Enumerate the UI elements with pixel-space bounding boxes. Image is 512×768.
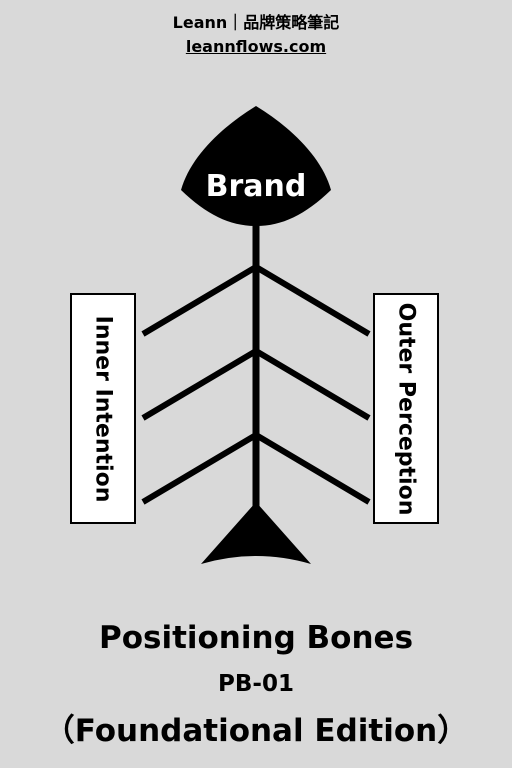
ribs	[141, 264, 371, 505]
outer-perception-label: Outer Perception	[393, 302, 419, 515]
rib-right-3	[254, 432, 371, 505]
fish-tail	[201, 502, 311, 564]
site-link[interactable]: leannflows.com	[185, 37, 327, 56]
rib-left-2	[141, 348, 258, 421]
head-label: Brand	[206, 169, 307, 204]
page-title: Positioning Bones	[98, 620, 414, 656]
edition-label: （Foundational Edition）	[43, 713, 469, 749]
rib-right-2	[254, 348, 371, 421]
inner-intention-box: Inner Intention	[70, 293, 136, 524]
inner-intention-label: Inner Intention	[90, 315, 116, 502]
rib-left-1	[141, 264, 258, 337]
rib-right-1	[254, 264, 371, 337]
fish-head	[181, 106, 331, 226]
rib-left-3	[141, 432, 258, 505]
header: Leann｜品牌策略筆記 leannflows.com	[0, 12, 512, 60]
edition-code: PB-01	[218, 671, 294, 697]
brand-line: Leann｜品牌策略筆記	[172, 13, 340, 32]
outer-perception-box: Outer Perception	[373, 293, 439, 524]
